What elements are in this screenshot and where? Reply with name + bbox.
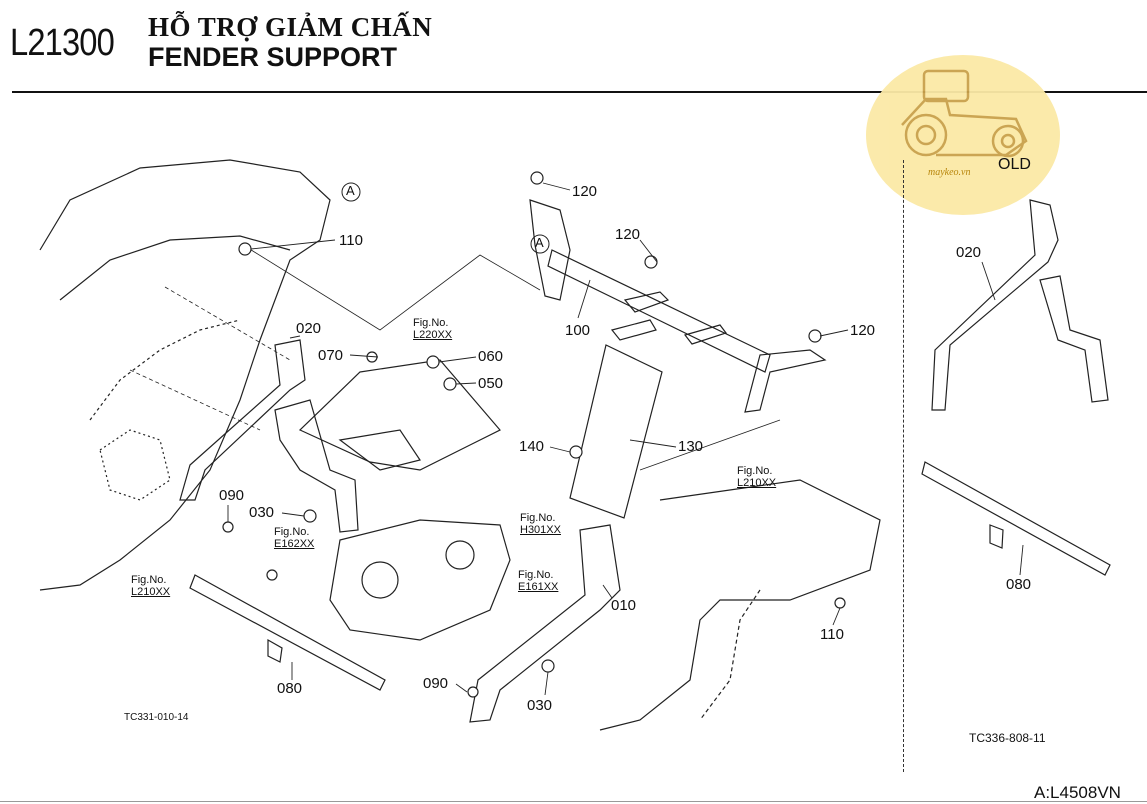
side-bracket-020 [931,199,1059,411]
bracket-020 [179,339,306,501]
figref-e161: Fig.No. E161XX [518,569,559,593]
figref-l220-link[interactable]: L220XX [413,329,453,341]
figref-l210-right-link[interactable]: L210XX [737,477,777,489]
callout-060: 060 [478,348,504,365]
figref-l210-left-link[interactable]: L210XX [131,586,171,598]
callout-030-right: 030 [527,697,553,714]
callout-020: 020 [296,320,322,337]
callout-110-top: 110 [339,232,363,249]
callout-090-left: 090 [219,487,245,504]
callout-120-mid: 120 [615,226,641,243]
left-fender-shell [39,159,331,591]
header-rule [12,91,1147,93]
page-reference: A:L4508VN [1034,783,1121,802]
callout-090-right: 090 [423,675,449,692]
title-english: FENDER SUPPORT [148,42,398,72]
part-section-code: L21300 [10,22,115,64]
figref-e162-link[interactable]: E162XX [274,538,315,550]
callout-010: 010 [611,597,637,614]
callout-140: 140 [519,438,545,455]
figref-h301-link[interactable]: H301XX [520,524,561,536]
figref-l210-right: Fig.No. L210XX [737,465,777,489]
side-callout-020: 020 [956,244,982,261]
callout-050: 050 [478,375,504,392]
ref-marker-a-crossbar: A [535,235,544,250]
figref-e162: Fig.No. E162XX [274,526,315,550]
callout-080: 080 [277,680,303,697]
strut-130 [569,344,663,519]
crossbar-100 [547,249,771,373]
ref-marker-a-top: A [346,183,355,198]
callout-100: 100 [565,322,591,339]
side-callout-080: 080 [1006,576,1032,593]
old-label: OLD [998,156,1031,173]
drawing-code-side: TC336-808-11 [969,731,1046,745]
panel-divider [903,160,904,772]
bracket-010 [469,524,621,723]
title-vietnamese: HỖ TRỢ GIẢM CHẤN [148,12,433,42]
footer-rule [0,801,1147,802]
figref-e161-link[interactable]: E161XX [518,581,559,593]
watermark-stamp [866,55,1060,215]
figref-h301: Fig.No. H301XX [520,512,561,536]
callout-070: 070 [318,347,344,364]
side-plate-080 [921,461,1111,576]
callout-120-right: 120 [850,322,876,339]
callout-110-right: 110 [820,626,844,643]
figref-l220: Fig.No. L220XX [413,317,453,341]
callout-030-left: 030 [249,504,275,521]
watermark-site: maykeo.vn [928,167,971,178]
plate-080 [189,574,386,691]
tractor-logo-icon [901,69,1028,158]
drawing-code-main: TC331-010-14 [124,712,189,723]
callout-120-top: 120 [572,183,598,200]
figref-l210-left: Fig.No. L210XX [131,574,171,598]
callout-130: 130 [678,438,704,455]
